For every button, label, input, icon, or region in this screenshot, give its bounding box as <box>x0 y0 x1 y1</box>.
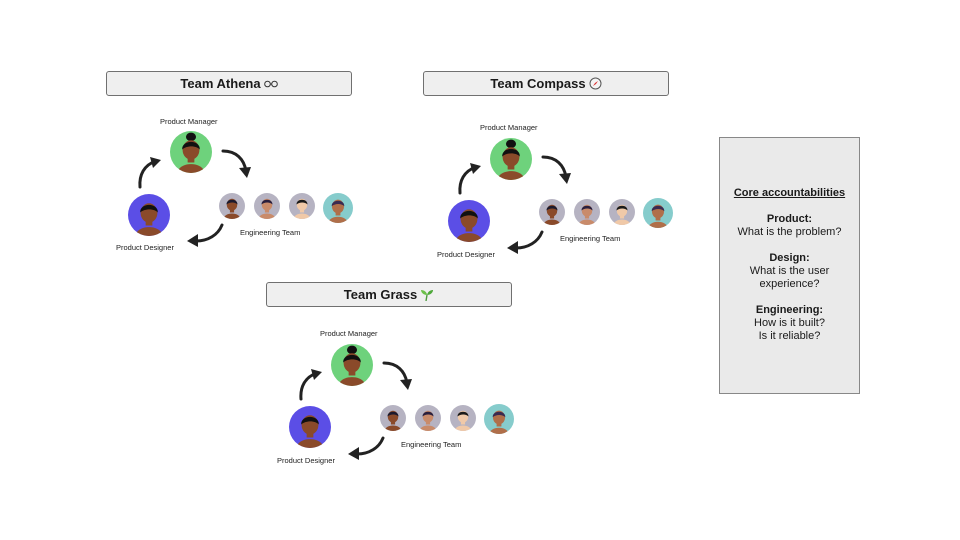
team-title: Team Athena <box>106 71 352 96</box>
engineering-team-label: Engineering Team <box>401 440 462 449</box>
engineer-avatar <box>484 404 514 434</box>
product-designer-avatar <box>128 194 170 236</box>
accountability-engineering: Engineering: How is it built? Is it reli… <box>720 304 859 343</box>
team-name: Team Compass <box>490 76 586 91</box>
accountability-line: What is the problem? <box>737 226 842 238</box>
arrow-icon <box>504 228 546 259</box>
arrow-icon <box>184 221 226 252</box>
team-title: Team Grass <box>266 282 512 307</box>
engineering-team-label: Engineering Team <box>240 228 301 237</box>
team-name: Team Grass <box>343 287 418 302</box>
engineer-avatar <box>219 193 245 219</box>
engineer-avatar <box>609 199 635 225</box>
engineer-avatar <box>450 405 476 431</box>
product-designer-avatar <box>289 406 331 448</box>
accountability-title: Engineering: <box>755 304 824 316</box>
team-compass: Team Compass Product Manager Product Des… <box>423 71 673 271</box>
engineer-avatar <box>415 405 441 431</box>
accountability-line: experience? <box>759 278 820 290</box>
arrow-icon <box>454 161 484 202</box>
engineer-avatar <box>254 193 280 219</box>
arrow-icon <box>381 359 413 398</box>
arrow-icon <box>540 153 572 192</box>
glasses-icon <box>263 79 278 89</box>
product-manager-label: Product Manager <box>480 123 538 132</box>
engineer-avatar <box>323 193 353 223</box>
team-title: Team Compass <box>423 71 669 96</box>
arrow-icon <box>295 367 325 408</box>
panel-heading: Core accountabilities <box>733 187 846 199</box>
accountability-line: How is it built? <box>754 317 825 329</box>
team-name: Team Athena <box>180 76 261 91</box>
accountability-title: Product: <box>766 213 813 225</box>
team-grass: Team Grass Product Manager Product Desig… <box>266 282 516 482</box>
accountability-title: Design: <box>769 252 810 264</box>
product-designer-avatar <box>448 200 490 242</box>
compass-icon <box>589 77 602 90</box>
product-designer-label: Product Designer <box>437 250 495 259</box>
engineering-team-label: Engineering Team <box>560 234 621 243</box>
product-manager-label: Product Manager <box>320 329 378 338</box>
core-accountabilities-panel: Core accountabilities Product: What is t… <box>719 137 860 394</box>
engineer-avatar <box>643 198 673 228</box>
engineer-avatar <box>574 199 600 225</box>
product-designer-label: Product Designer <box>277 456 335 465</box>
accountability-line: Is it reliable? <box>758 330 821 342</box>
engineer-avatar <box>380 405 406 431</box>
engineer-avatar <box>289 193 315 219</box>
accountability-line: What is the user <box>749 265 830 277</box>
arrow-icon <box>134 155 164 196</box>
product-manager-avatar <box>331 344 373 386</box>
product-manager-avatar <box>170 131 212 173</box>
accountability-design: Design: What is the user experience? <box>720 252 859 291</box>
arrow-icon <box>345 434 387 465</box>
arrow-icon <box>220 147 252 186</box>
product-designer-label: Product Designer <box>116 243 174 252</box>
accountability-product: Product: What is the problem? <box>720 213 859 239</box>
seedling-icon <box>420 289 434 301</box>
engineer-avatar <box>539 199 565 225</box>
product-manager-label: Product Manager <box>160 117 218 126</box>
product-manager-avatar <box>490 138 532 180</box>
team-athena: Team Athena Product Manager Product Desi… <box>106 71 356 271</box>
